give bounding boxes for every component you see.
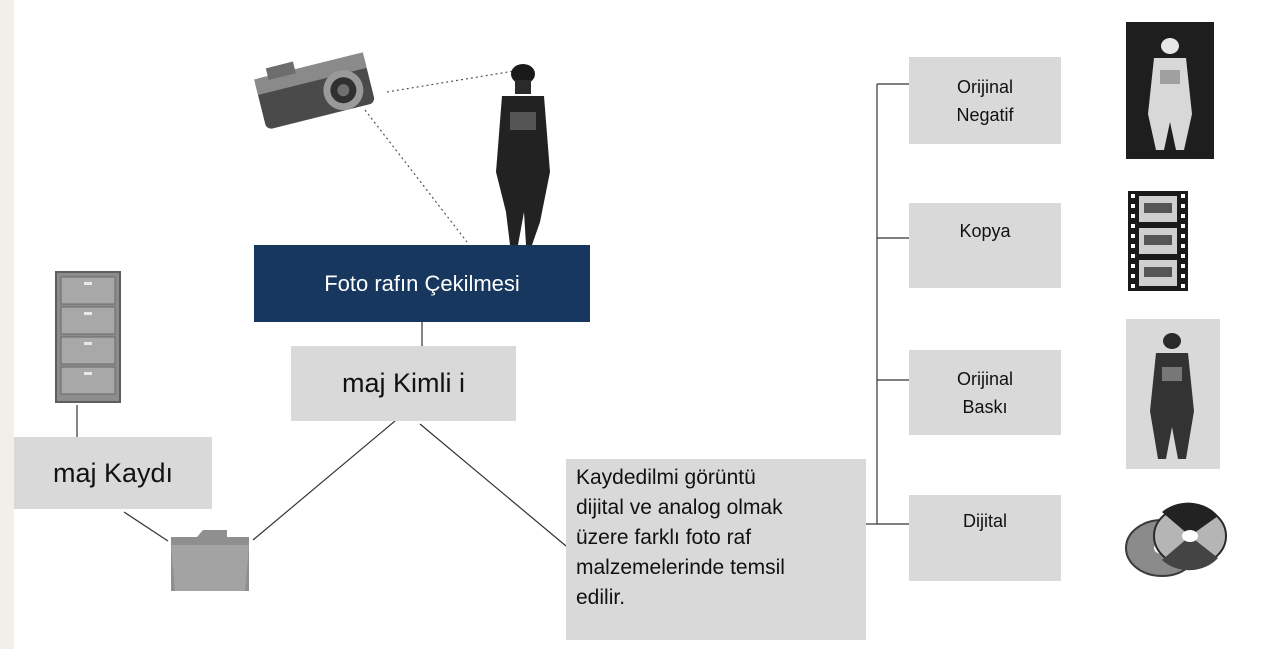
- digital-box: Dijital: [909, 495, 1061, 581]
- record-to-folder-line: [123, 511, 169, 542]
- copy-box: Kopya: [909, 203, 1061, 288]
- original-print-line-2: Baskı: [962, 396, 1008, 417]
- note-line-1: Kaydedilmi görüntü: [576, 466, 756, 489]
- camera-view-line-bottom: [364, 109, 468, 243]
- filing-cabinet-icon: [55, 271, 121, 403]
- negative-photo-icon: [1126, 22, 1214, 159]
- title-box: Foto rafın Çekilmesi: [254, 245, 590, 322]
- camera-icon: [254, 52, 375, 129]
- identity-to-note-line: [419, 423, 567, 547]
- cd-disc-icon: [1125, 502, 1227, 577]
- note-line-2: dijital ve analog olmak: [576, 496, 783, 519]
- original-print-box: Orijinal Baskı: [909, 350, 1061, 435]
- original-print-line-1: Orijinal: [956, 368, 1013, 389]
- original-negative-box: Orijinal Negatif: [909, 57, 1061, 144]
- recorded-image-note: Kaydedilmi görüntü dijital ve analog olm…: [566, 459, 866, 640]
- note-line-3: üzere farklı foto raf: [576, 526, 752, 549]
- image-identity-box: maj Kimli i: [291, 346, 516, 421]
- print-photo-icon: [1126, 319, 1220, 469]
- folder-icon: [171, 530, 249, 591]
- note-line-4: malzemelerinde temsil: [576, 556, 785, 579]
- left-margin-strip: [0, 0, 14, 649]
- film-strip-icon: [1128, 191, 1188, 291]
- image-record-box: maj Kaydı: [14, 437, 212, 509]
- note-line-5: edilir.: [576, 586, 626, 609]
- original-negative-line-2: Negatif: [956, 104, 1014, 125]
- identity-to-folder-line: [252, 420, 396, 541]
- original-negative-line-1: Orijinal: [956, 76, 1013, 97]
- person-silhouette-icon: [496, 64, 550, 245]
